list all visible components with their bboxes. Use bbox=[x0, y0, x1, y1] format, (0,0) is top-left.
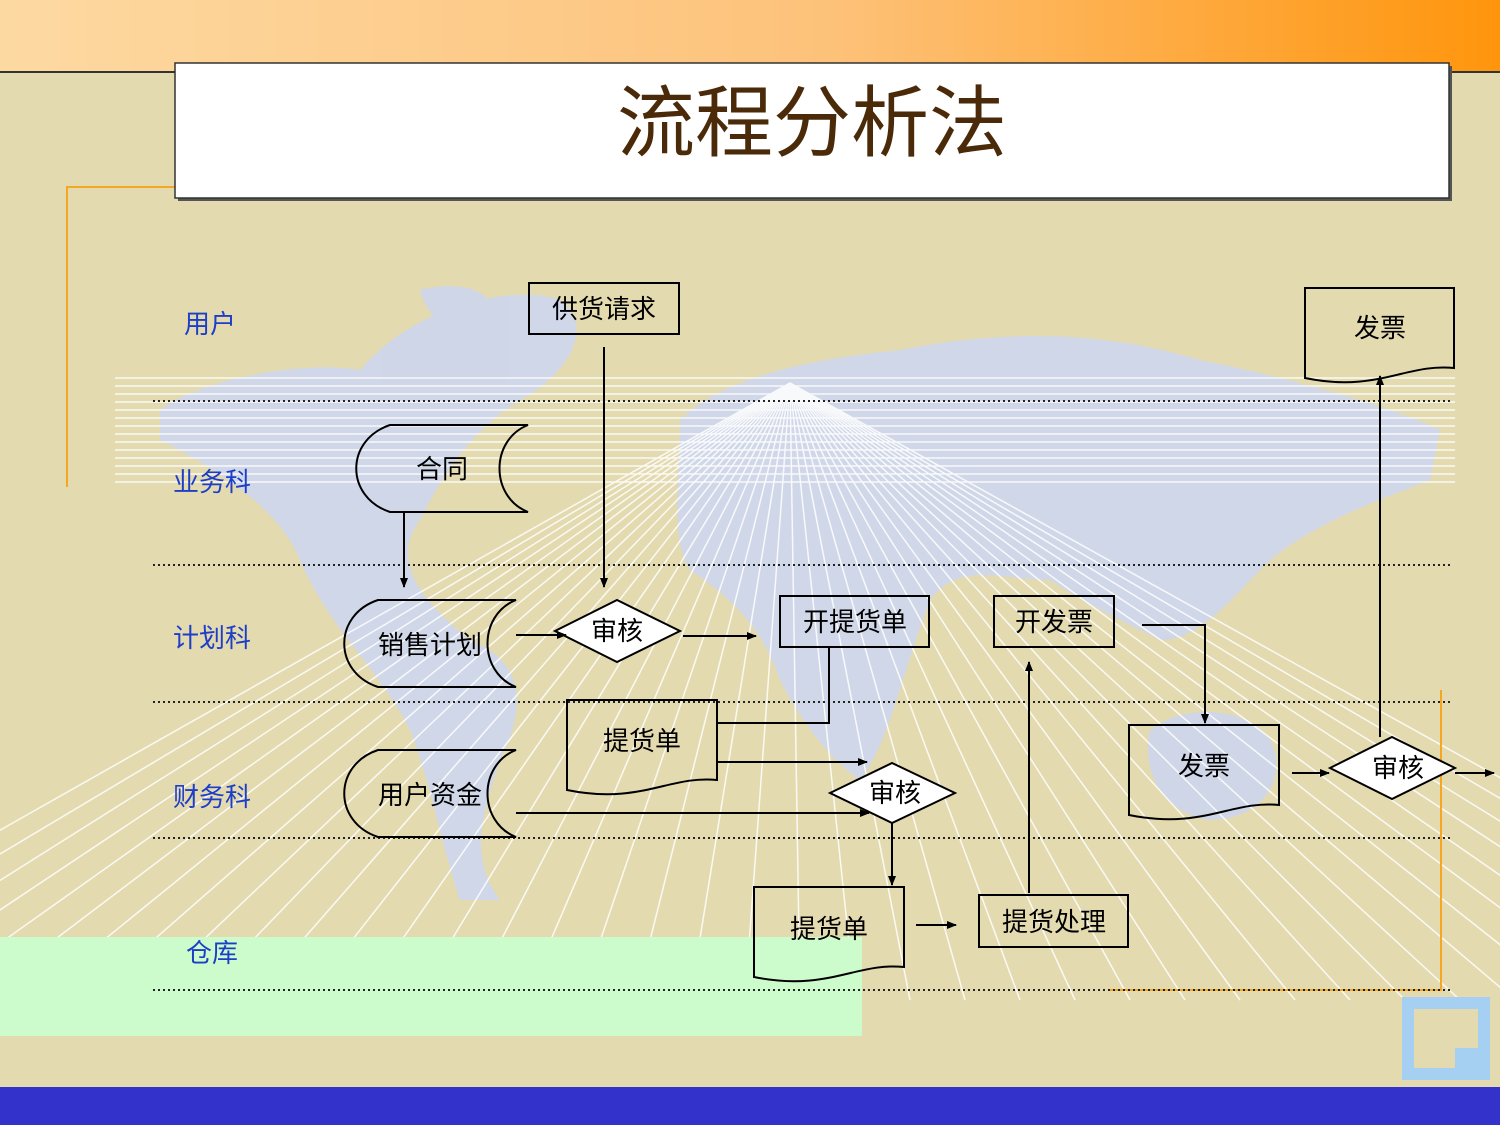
perspective-ray bbox=[789, 382, 801, 1001]
perspective-ray bbox=[789, 382, 1021, 1001]
lane-label-planning: 计划科 bbox=[173, 624, 251, 654]
node-sales-plan: 销售计划 bbox=[343, 599, 517, 688]
perspective-ray bbox=[579, 382, 791, 1001]
node-invoice-finance: 发票 bbox=[1128, 724, 1280, 821]
node-contract: 合同 bbox=[355, 424, 529, 513]
node-label: 开发票 bbox=[1015, 608, 1093, 638]
perspective-lines bbox=[0, 377, 1500, 1001]
perspective-ray bbox=[789, 382, 1131, 1001]
perspective-ray bbox=[789, 382, 1351, 1001]
perspective-ray bbox=[414, 382, 791, 1001]
perspective-ray bbox=[789, 382, 1500, 848]
perspective-ray bbox=[789, 382, 1406, 1001]
line-note-to-issue bbox=[717, 647, 830, 724]
perspective-ray bbox=[139, 382, 791, 1001]
node-label: 审核 bbox=[869, 779, 921, 809]
perspective-ray bbox=[0, 382, 791, 855]
perspective-ray bbox=[789, 382, 966, 1001]
perspective-ray bbox=[359, 382, 791, 1001]
perspective-ray bbox=[689, 382, 791, 1001]
node-label: 审核 bbox=[591, 617, 643, 647]
perspective-ray bbox=[789, 382, 1500, 909]
perspective-ray bbox=[0, 382, 791, 945]
corner-square-logo bbox=[1402, 997, 1490, 1080]
perspective-ray bbox=[789, 382, 1186, 1001]
node-label: 合同 bbox=[416, 455, 468, 485]
perspective-ray bbox=[789, 382, 1241, 1001]
node-label: 审核 bbox=[1372, 754, 1424, 784]
node-label: 提货单 bbox=[603, 727, 681, 757]
perspective-ray bbox=[789, 382, 1500, 779]
perspective-ray bbox=[789, 382, 1500, 800]
perspective-ray bbox=[0, 382, 791, 832]
lane-dividers bbox=[153, 400, 1452, 991]
perspective-ray bbox=[789, 382, 1500, 877]
node-label: 用户资金 bbox=[378, 781, 482, 811]
node-review-1: 审核 bbox=[552, 598, 683, 664]
perspective-ray bbox=[789, 382, 1296, 1001]
connectors bbox=[400, 347, 1495, 929]
node-label: 供货请求 bbox=[552, 295, 656, 325]
header-gradient-bar bbox=[0, 0, 1500, 72]
footer-bar bbox=[0, 1087, 1500, 1125]
perspective-ray bbox=[29, 382, 791, 1001]
node-issue-invoice: 开发票 bbox=[993, 595, 1115, 648]
perspective-ray bbox=[84, 382, 791, 1001]
node-delivery-note-warehouse: 提货单 bbox=[753, 886, 905, 983]
perspective-ray bbox=[789, 382, 1500, 822]
node-review-2: 审核 bbox=[827, 761, 958, 825]
perspective-ray bbox=[249, 382, 791, 1001]
perspective-ray bbox=[744, 382, 791, 1001]
node-label: 提货单 bbox=[790, 915, 868, 945]
perspective-ray bbox=[789, 382, 1500, 989]
node-label: 发票 bbox=[1354, 314, 1406, 344]
perspective-ray bbox=[0, 382, 791, 882]
lane-label-user: 用户 bbox=[184, 310, 236, 340]
perspective-ray bbox=[634, 382, 791, 1001]
title-box bbox=[174, 62, 1450, 199]
page-title: 流程分析法 bbox=[617, 79, 1007, 169]
node-label: 发票 bbox=[1178, 752, 1230, 782]
perspective-ray bbox=[524, 382, 791, 1001]
arrow-issue-invoice-to-invoice bbox=[1142, 624, 1209, 724]
lane-label-business: 业务科 bbox=[173, 468, 251, 498]
node-supply-request: 供货请求 bbox=[528, 282, 680, 335]
node-delivery-note-finance: 提货单 bbox=[566, 699, 718, 796]
perspective-ray bbox=[469, 382, 791, 1001]
node-label: 开提货单 bbox=[803, 608, 907, 638]
node-delivery-processing: 提货处理 bbox=[978, 894, 1129, 948]
node-invoice-user: 发票 bbox=[1304, 287, 1455, 384]
perspective-ray bbox=[0, 382, 791, 911]
node-label: 销售计划 bbox=[378, 631, 482, 661]
node-issue-delivery-note: 开提货单 bbox=[779, 595, 930, 648]
node-label: 提货处理 bbox=[1002, 908, 1106, 938]
perspective-ray bbox=[194, 382, 791, 1001]
warehouse-lane-highlight bbox=[0, 937, 862, 1036]
node-customer-funds: 用户资金 bbox=[343, 749, 517, 838]
perspective-ray bbox=[0, 382, 791, 983]
lane-label-finance: 财务科 bbox=[173, 783, 251, 813]
perspective-ray bbox=[789, 382, 1461, 1001]
lane-label-warehouse: 仓库 bbox=[186, 939, 238, 969]
perspective-ray bbox=[304, 382, 791, 1001]
node-review-3: 审核 bbox=[1327, 735, 1458, 801]
perspective-ray bbox=[789, 382, 911, 1001]
perspective-ray bbox=[789, 382, 1076, 1001]
perspective-ray bbox=[789, 382, 856, 1001]
